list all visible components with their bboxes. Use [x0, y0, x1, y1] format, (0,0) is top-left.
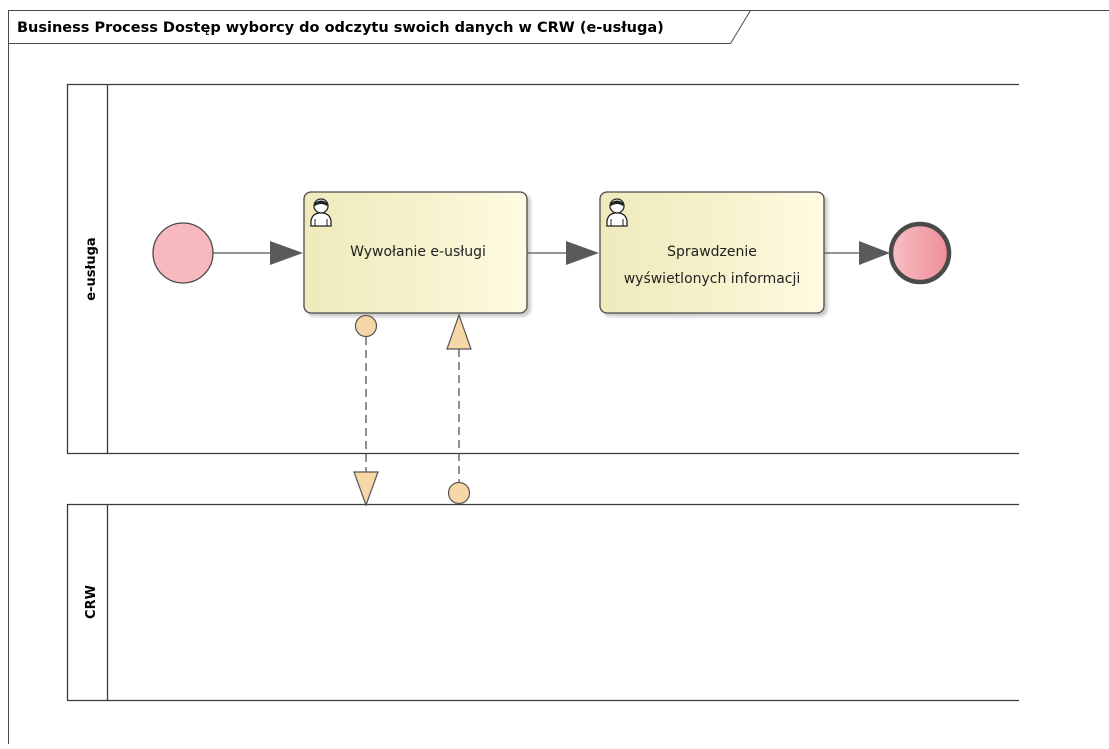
task-label-line-2: wyświetlonych informacji	[624, 271, 801, 287]
message-flow-arrowhead	[446, 313, 472, 350]
message-flow-from-crw	[446, 313, 472, 505]
message-flow-source-marker	[447, 481, 471, 505]
user-icon	[310, 198, 332, 227]
user-icon	[606, 198, 628, 227]
sequence-flow-task1-to-task2	[527, 241, 599, 265]
sequence-flow-task2-to-end	[824, 241, 890, 265]
lane-label-e-usluga: e-usługa	[84, 237, 99, 300]
end-event[interactable]	[888, 221, 952, 285]
message-flow-source-marker	[354, 314, 378, 338]
lane-e-usluga: e-usługa	[66, 83, 1019, 455]
lane-label-crw: CRW	[84, 585, 99, 619]
lane-crw: CRW	[66, 503, 1019, 702]
task-wywolanie-e-uslugi[interactable]: Wywołanie e-usługi	[303, 191, 528, 314]
message-flow-arrowhead	[353, 471, 379, 507]
task-sprawdzenie-informacji[interactable]: Sprawdzenie wyświetlonych informacji	[599, 191, 825, 314]
diagram-title: Business Process Dostęp wyborcy do odczy…	[17, 20, 664, 36]
message-flow-to-crw	[353, 314, 379, 507]
start-event[interactable]	[152, 222, 214, 284]
sequence-flow-start-to-task1	[213, 241, 303, 265]
diagram-frame: Business Process Dostęp wyborcy do odczy…	[8, 10, 1109, 744]
task-label: Wywołanie e-usługi	[350, 244, 486, 260]
task-label-line-1: Sprawdzenie	[667, 244, 757, 260]
